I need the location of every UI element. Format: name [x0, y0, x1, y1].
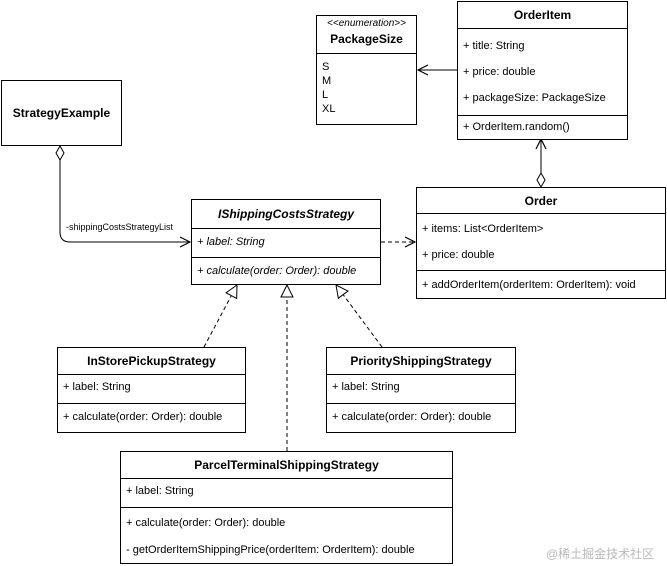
enum-package-size: <<enumeration>> PackageSize S M L XL — [316, 15, 417, 125]
class-method: + calculate(order: Order): double — [197, 265, 357, 277]
class-method: + calculate(order: Order): double — [63, 411, 223, 423]
class-method: + OrderItem.random() — [463, 121, 570, 133]
class-attribute: + title: String — [463, 40, 525, 52]
class-method: + addOrderItem(orderItem: OrderItem): vo… — [422, 279, 636, 291]
enum-name: PackageSize — [330, 32, 403, 46]
class-priority-shipping-strategy: PriorityShippingStrategy + label: String… — [326, 347, 516, 433]
enum-value: XL — [322, 103, 336, 115]
class-attribute: + price: double — [422, 249, 495, 261]
enum-stereotype: <<enumeration>> — [327, 18, 406, 29]
class-attribute: + label: String — [63, 381, 131, 393]
watermark: @稀土掘金技术社区 — [546, 547, 655, 561]
class-parcel-terminal-shipping-strategy: ParcelTerminalShippingStrategy + label: … — [120, 451, 453, 564]
class-name: IShippingCostsStrategy — [192, 200, 380, 229]
class-order-item: OrderItem + title: String + price: doubl… — [457, 1, 628, 140]
class-attribute: + packageSize: PackageSize — [463, 92, 606, 104]
class-method: + calculate(order: Order): double — [126, 517, 286, 529]
realization-priority — [336, 285, 383, 348]
class-strategy-example: StrategyExample — [1, 80, 122, 146]
class-attribute: + label: String — [197, 236, 265, 248]
class-name: StrategyExample — [12, 106, 111, 120]
class-name: Order — [417, 188, 665, 214]
class-order: Order + items: List<OrderItem> + price: … — [416, 187, 666, 299]
class-attribute: + price: double — [463, 66, 536, 78]
class-method: + calculate(order: Order): double — [332, 411, 492, 423]
class-name: ParcelTerminalShippingStrategy — [121, 452, 452, 479]
class-name: OrderItem — [458, 2, 627, 29]
class-attribute: + label: String — [126, 485, 194, 497]
class-method: - getOrderItemShippingPrice(orderItem: O… — [126, 544, 415, 556]
aggregation-line-strategy-list — [60, 146, 190, 242]
class-attribute: + label: String — [332, 381, 400, 393]
enum-value: L — [322, 89, 329, 101]
class-attribute: + items: List<OrderItem> — [422, 223, 544, 235]
enum-value: M — [322, 75, 332, 87]
class-instore-pickup-strategy: InStorePickupStrategy + label: String + … — [57, 347, 246, 433]
interface-ishipping-costs-strategy: IShippingCostsStrategy + label: String +… — [191, 199, 381, 285]
enum-value: S — [322, 61, 330, 73]
class-name: InStorePickupStrategy — [58, 348, 245, 375]
class-name: PriorityShippingStrategy — [327, 348, 515, 375]
edge-label-strategy-list: -shippingCostsStrategyList — [66, 222, 174, 232]
realization-instore — [203, 285, 237, 348]
